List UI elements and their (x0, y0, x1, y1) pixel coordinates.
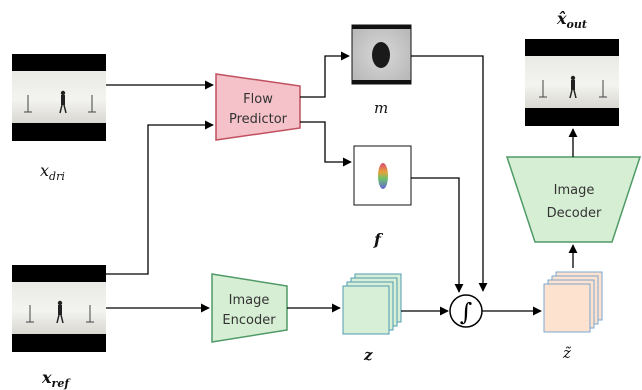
arrow-flow-predictor-to-m (300, 51, 350, 98)
mask-image (351, 24, 412, 85)
z-tilde-feature-stack (543, 271, 603, 333)
f-label: f (373, 230, 384, 249)
m-label: m (374, 99, 388, 117)
reference-frame-image (12, 265, 106, 352)
output-frame-image (525, 39, 619, 126)
x-ref-label: xref (41, 368, 71, 390)
arrow-f-to-warp (411, 177, 464, 293)
z-tilde-label: z̃ (562, 344, 571, 362)
x-out-label: x̂out (556, 9, 587, 31)
image-encoder-label-line1: Image (229, 293, 270, 308)
z-label: z (363, 346, 373, 364)
image-decoder-module (505, 156, 642, 243)
arrow-m-to-warp (411, 55, 488, 292)
image-encoder-module (211, 273, 288, 343)
z-tilde-layer (543, 283, 591, 333)
flow-predictor-label-line1: Flow (243, 92, 273, 107)
image-decoder-label-line2: Decoder (547, 206, 602, 221)
flow-predictor-module (215, 73, 301, 141)
z-feature-stack (342, 273, 402, 335)
image-encoder-label-line2: Encoder (222, 313, 276, 328)
z-layer (342, 285, 390, 335)
image-decoder-label-line1: Image (554, 183, 595, 198)
x-dri-label: xdri (40, 161, 65, 183)
warp-operator-symbol: ∫ (460, 298, 473, 326)
driving-frame-image (12, 54, 106, 141)
flow-predictor-label-line2: Predictor (229, 112, 288, 127)
arrow-flow-predictor-to-f (300, 121, 352, 167)
arrow-xref-to-flow-predictor (106, 120, 214, 275)
flow-image (353, 145, 412, 206)
